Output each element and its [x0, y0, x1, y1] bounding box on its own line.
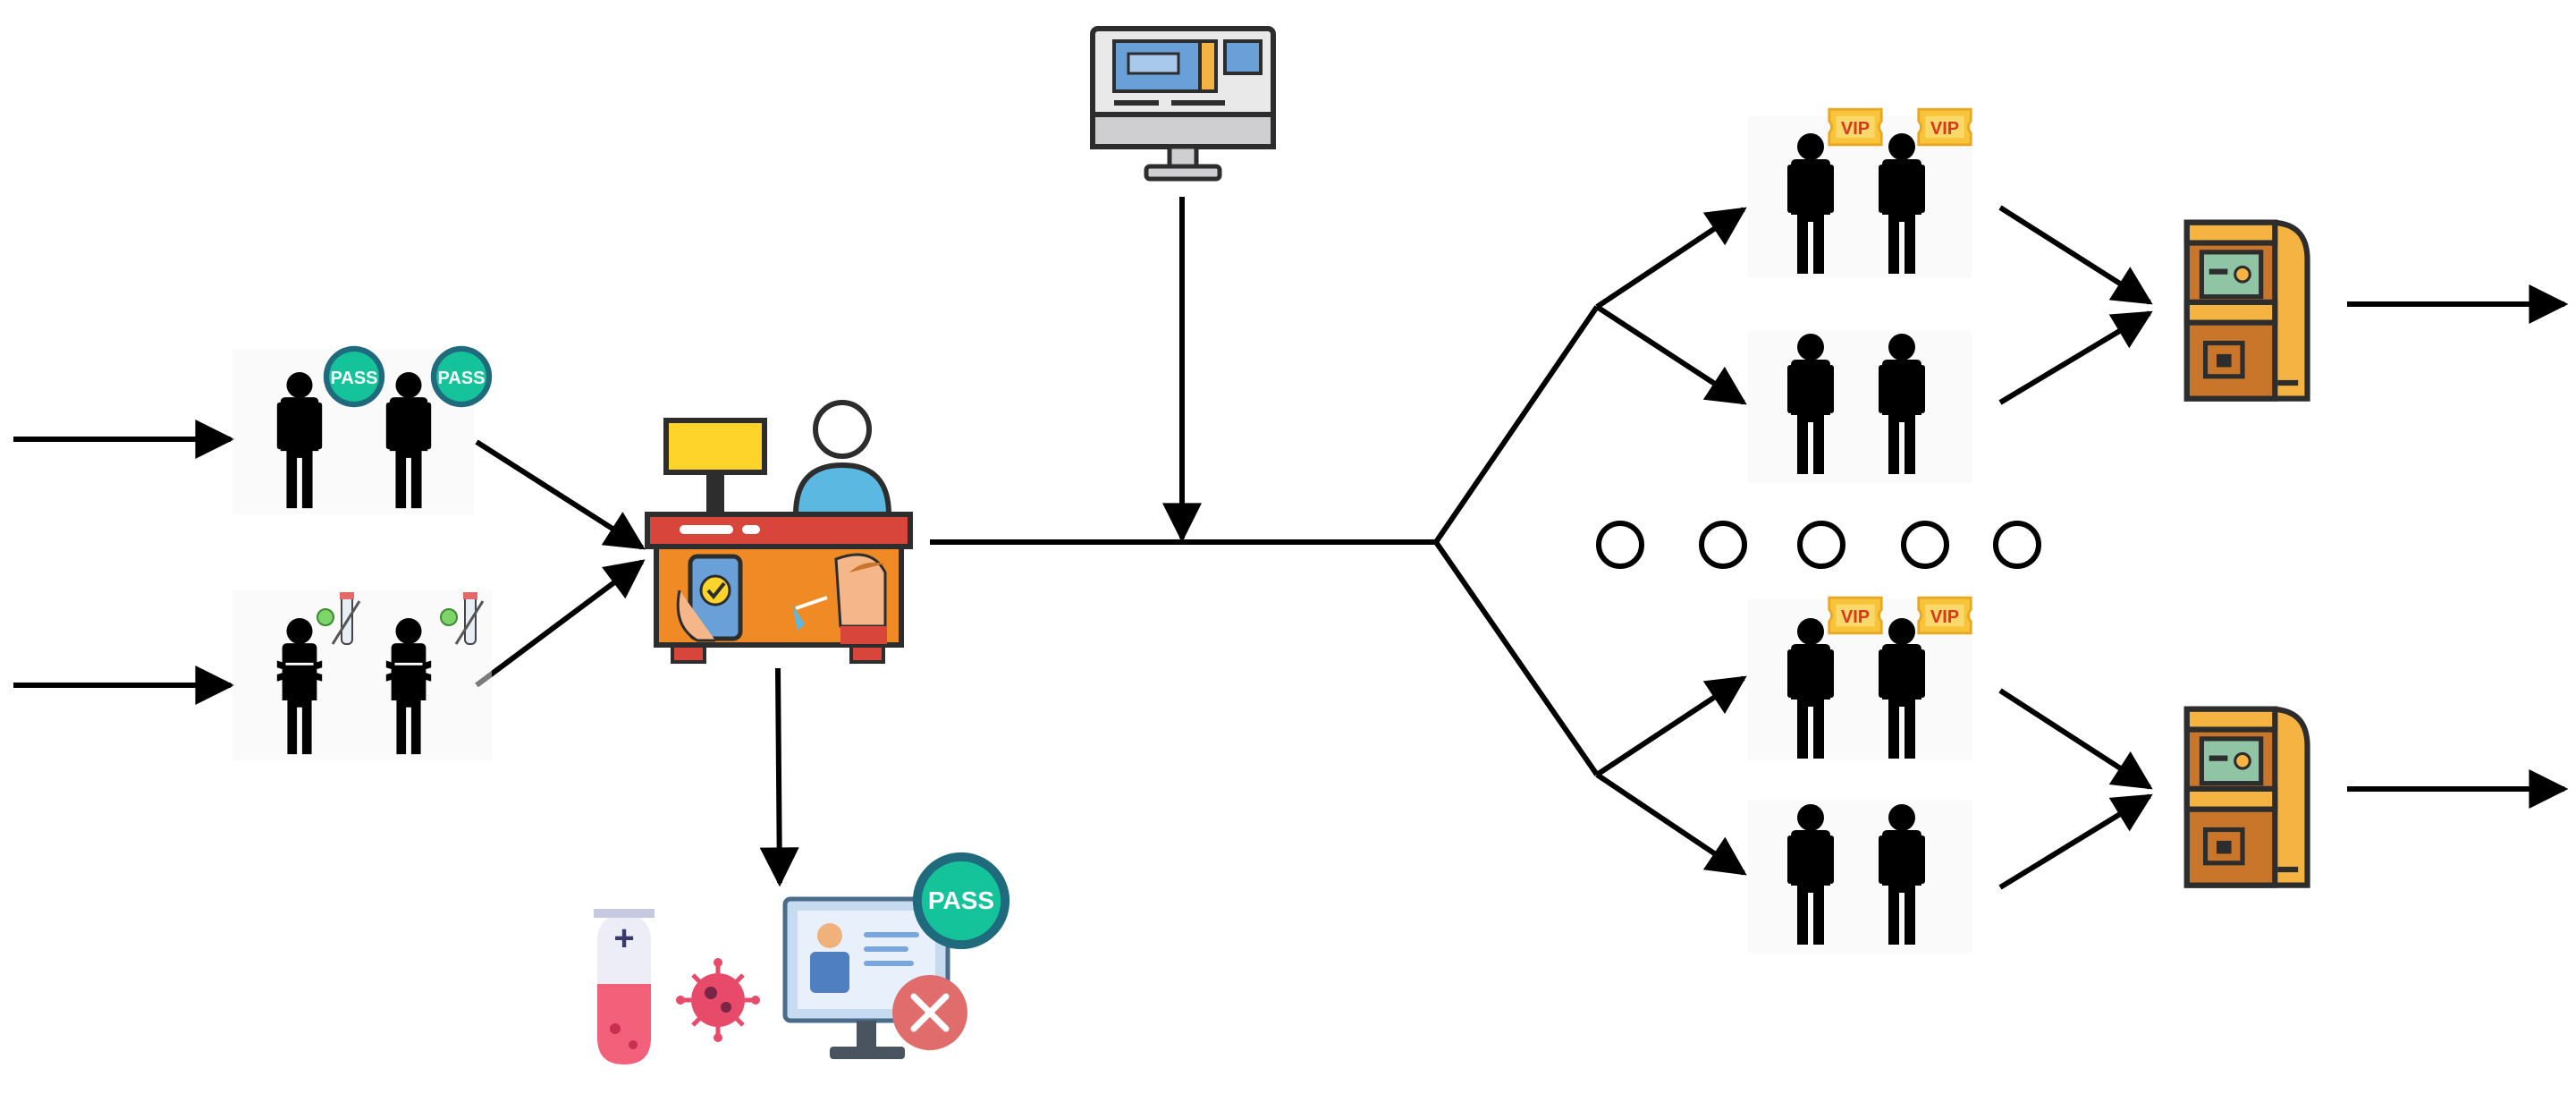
- pass-badge-icon: PASS: [323, 345, 385, 408]
- ellipsis-circle-icon: [1699, 521, 1747, 569]
- counter-to-result-arrow: [759, 667, 799, 887]
- branch-regular-1-arrow: [1595, 304, 1747, 405]
- pass-badge-label: PASS: [438, 369, 486, 388]
- vip-label: VIP: [1930, 119, 1959, 139]
- branch-regular-2-arrow: [1595, 772, 1747, 876]
- vip-label: VIP: [1841, 607, 1870, 627]
- branch-lower-line: [1433, 540, 1600, 776]
- vip-ticket-icon: VIP: [1828, 596, 1883, 635]
- plus-label: +: [613, 919, 634, 958]
- pass-badge-label: PASS: [928, 886, 994, 914]
- ellipsis-circles: [1596, 521, 2041, 569]
- vip-ticket-icon: VIP: [1917, 596, 1972, 635]
- vip-queue-group: VIP VIP: [1748, 596, 1972, 760]
- regular-queue-group: [1748, 331, 1972, 483]
- vip-ticket-icon: VIP: [1828, 107, 1883, 147]
- ellipsis-circle-icon: [1596, 521, 1644, 569]
- branch-upper-line: [1433, 305, 1600, 544]
- swab-to-counter-arrow: [475, 559, 646, 688]
- regular-queue-group: [1748, 801, 1972, 953]
- vip-queue-group: VIP VIP: [1748, 107, 1972, 277]
- reject-icon: [892, 975, 967, 1050]
- regular-2-to-arcade-arrow: [1998, 793, 2153, 890]
- swab-test-icon: [440, 592, 485, 645]
- test-tube-icon: +: [594, 909, 655, 1064]
- vip-label: VIP: [1841, 119, 1870, 139]
- branch-vip-2-arrow: [1595, 675, 1747, 777]
- swab-test-icon: [317, 592, 361, 645]
- test-result-group: +: [594, 852, 1010, 1064]
- branch-vip-1-arrow: [1595, 207, 1747, 310]
- ellipsis-circle-icon: [1901, 521, 1949, 569]
- flow-edges: [13, 197, 2569, 890]
- regular-1-to-arcade-arrow: [1998, 310, 2153, 405]
- vip-label: VIP: [1930, 607, 1959, 627]
- checkin-counter-icon: [645, 400, 913, 664]
- vip-ticket-icon: VIP: [1917, 107, 1972, 147]
- ellipsis-circle-icon: [1797, 521, 1845, 569]
- vip-1-to-arcade-arrow: [1998, 205, 2153, 305]
- pass-holders-group: PASS PASS: [232, 345, 493, 514]
- pass-badge-icon: PASS: [430, 345, 493, 408]
- pass-badge-label: PASS: [331, 369, 378, 388]
- vip-2-to-arcade-arrow: [1998, 688, 2153, 790]
- pass-badge-icon: PASS: [912, 852, 1010, 950]
- swab-testers-group: [232, 590, 492, 760]
- arcade-machine-icon: [2187, 223, 2308, 399]
- ticket-monitor-icon: [1090, 26, 1276, 182]
- virus-icon: [676, 958, 760, 1042]
- ellipsis-circle-icon: [1993, 521, 2041, 569]
- pass-to-counter-arrow: [475, 439, 646, 550]
- arcade-machine-icon: [2187, 709, 2308, 886]
